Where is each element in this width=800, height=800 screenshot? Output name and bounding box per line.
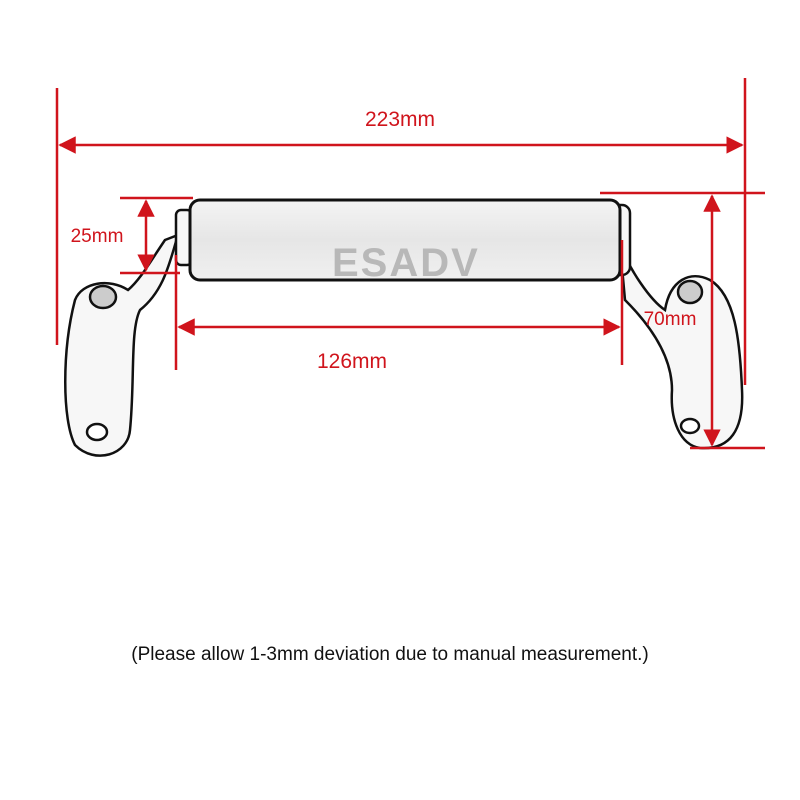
crossbar-tube bbox=[188, 198, 622, 282]
overall-width-label: 223mm bbox=[364, 108, 436, 131]
tube-diameter-label: 25mm bbox=[70, 226, 124, 247]
logo-watermark: ESADV bbox=[332, 241, 480, 285]
measurement-note: (Please allow 1-3mm deviation due to man… bbox=[131, 644, 649, 665]
left-mount-bracket bbox=[64, 208, 194, 457]
tube-length-label: 126mm bbox=[316, 350, 388, 373]
height-label: 70mm bbox=[643, 309, 697, 330]
dimension-lines bbox=[55, 78, 765, 450]
